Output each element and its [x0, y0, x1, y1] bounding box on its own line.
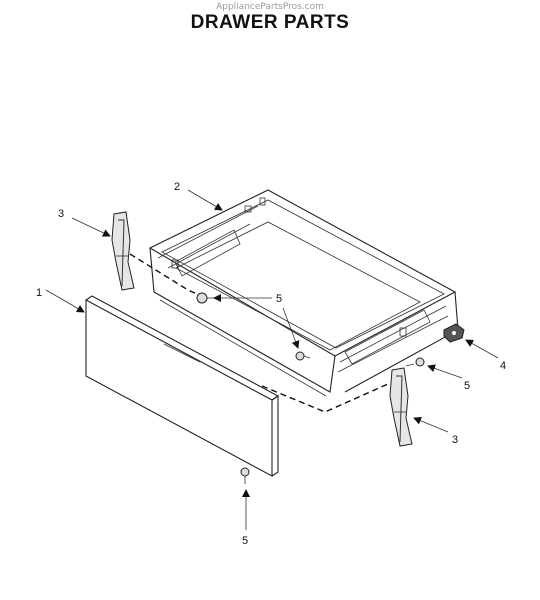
callout-5-bottom: 5	[242, 535, 248, 547]
alignment-lines	[129, 253, 389, 413]
callout-4: 4	[500, 360, 506, 372]
callout-1: 1	[36, 287, 42, 299]
screw-b	[295, 351, 311, 361]
watermark-text: AppliancePartsPros.com	[216, 2, 324, 12]
drawer-box	[148, 189, 459, 397]
screw-a	[196, 292, 214, 304]
left-bracket	[111, 211, 135, 291]
screw-c	[405, 357, 425, 367]
slide-clip	[443, 323, 465, 343]
screw-d	[240, 467, 250, 484]
right-bracket	[389, 367, 413, 447]
callout-5-top: 5	[276, 293, 282, 305]
callout-3-right: 3	[452, 434, 458, 446]
screws	[196, 292, 425, 484]
callout-2: 2	[174, 181, 180, 193]
callout-3-left: 3	[58, 208, 64, 220]
drawer-front-panel	[85, 295, 280, 477]
leader-arrows	[45, 189, 499, 530]
callout-5-right: 5	[464, 380, 470, 392]
page-title: DRAWER PARTS	[190, 12, 350, 33]
